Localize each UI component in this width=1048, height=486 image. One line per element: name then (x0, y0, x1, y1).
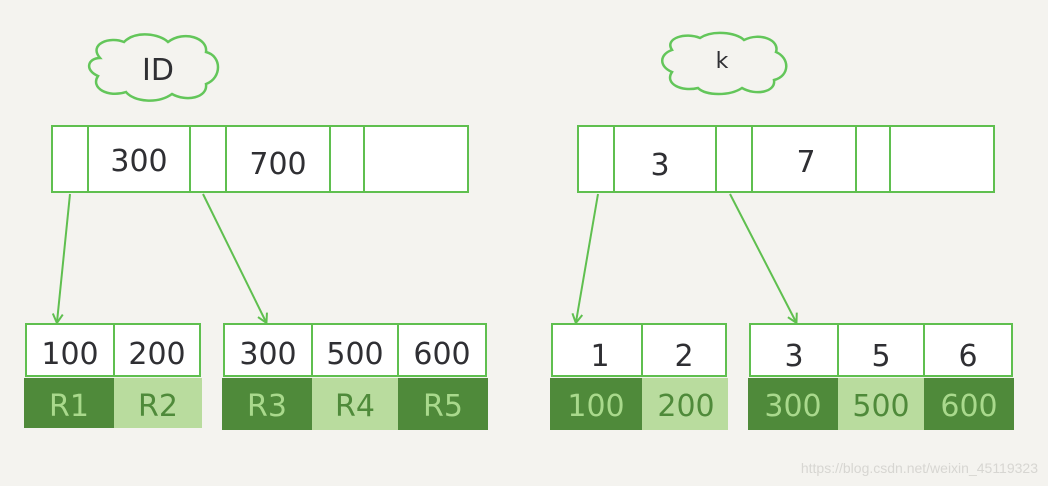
watermark: https://blog.csdn.net/weixin_45119323 (800, 460, 1038, 476)
row-cell-light (114, 378, 202, 428)
root-pointer-cell (189, 125, 227, 193)
row-label: 200 (657, 389, 714, 424)
leaf-key-cell (311, 323, 399, 377)
root-pointer-cell (715, 125, 753, 193)
leaf-node: 1 2 100 200 (550, 323, 728, 430)
leaf-key: 6 (958, 339, 977, 374)
row-label: R2 (138, 389, 178, 424)
row-label: 100 (567, 389, 624, 424)
pointer-arrow (729, 193, 796, 322)
cloud-label-id: ID (88, 33, 220, 102)
right-tree: k 3 7 1 2 100 200 (550, 31, 1014, 430)
root-key: 300 (110, 144, 167, 179)
leaf-key-cell (113, 323, 201, 377)
root-key-cell (751, 125, 857, 193)
leaf-key: 3 (784, 339, 803, 374)
leaf-key-cell (641, 323, 727, 377)
root-pointer-cell (855, 125, 891, 193)
cloud-label-text: k (716, 49, 729, 74)
leaf-key-cell (397, 323, 487, 377)
pointer-arrow (202, 193, 266, 322)
row-label: 300 (764, 389, 821, 424)
row-label: 500 (852, 389, 909, 424)
row-cell-dark (748, 378, 838, 430)
leaf-key-cell (923, 323, 1013, 377)
root-key: 700 (249, 147, 306, 182)
row-cell-dark (550, 378, 642, 430)
leaf-key-cell (25, 323, 115, 377)
root-node: 300 700 (51, 125, 469, 193)
cloud-label-k: k (661, 31, 788, 96)
leaf-key: 500 (326, 337, 383, 372)
leaf-key: 300 (239, 337, 296, 372)
row-label: 600 (940, 389, 997, 424)
row-cell-dark (222, 378, 312, 430)
cloud-shape (88, 33, 220, 102)
leaf-key-cell (837, 323, 925, 377)
leaf-key-cell (223, 323, 313, 377)
row-label: R3 (247, 389, 287, 424)
root-key: 3 (650, 148, 669, 183)
row-label: R1 (49, 389, 89, 424)
left-tree: ID 300 700 100 200 R1 R2 (24, 33, 488, 430)
row-cell-dark (924, 378, 1014, 430)
root-key: 7 (796, 145, 815, 180)
pointer-arrow (576, 193, 599, 322)
row-cell-dark (398, 378, 488, 430)
cloud-label-text: ID (142, 53, 174, 88)
leaf-key-cell (551, 323, 643, 377)
root-key-cell (889, 125, 995, 193)
root-pointer-cell (577, 125, 615, 193)
root-key-cell (225, 125, 331, 193)
row-label: R4 (335, 389, 375, 424)
root-pointer-cell (329, 125, 365, 193)
leaf-key: 200 (128, 337, 185, 372)
leaf-node: 100 200 R1 R2 (24, 323, 202, 428)
root-key-cell (613, 125, 717, 193)
leaf-node: 300 500 600 R3 R4 R5 (222, 323, 488, 430)
row-label: R5 (423, 389, 463, 424)
root-node: 3 7 (577, 125, 995, 193)
row-cell-dark (24, 378, 114, 428)
root-pointer-cell (51, 125, 89, 193)
row-cell-light (838, 378, 924, 430)
leaf-key-cell (749, 323, 839, 377)
leaf-key: 600 (413, 337, 470, 372)
leaf-key: 5 (871, 339, 890, 374)
root-key-cell (363, 125, 469, 193)
pointer-arrow (57, 193, 71, 322)
row-cell-light (642, 378, 728, 430)
leaf-key: 2 (674, 339, 693, 374)
cloud-shape (661, 31, 788, 96)
leaf-key: 100 (41, 337, 98, 372)
leaf-key: 1 (590, 339, 609, 374)
leaf-node: 3 5 6 300 500 600 (748, 323, 1014, 430)
row-cell-light (312, 378, 398, 430)
